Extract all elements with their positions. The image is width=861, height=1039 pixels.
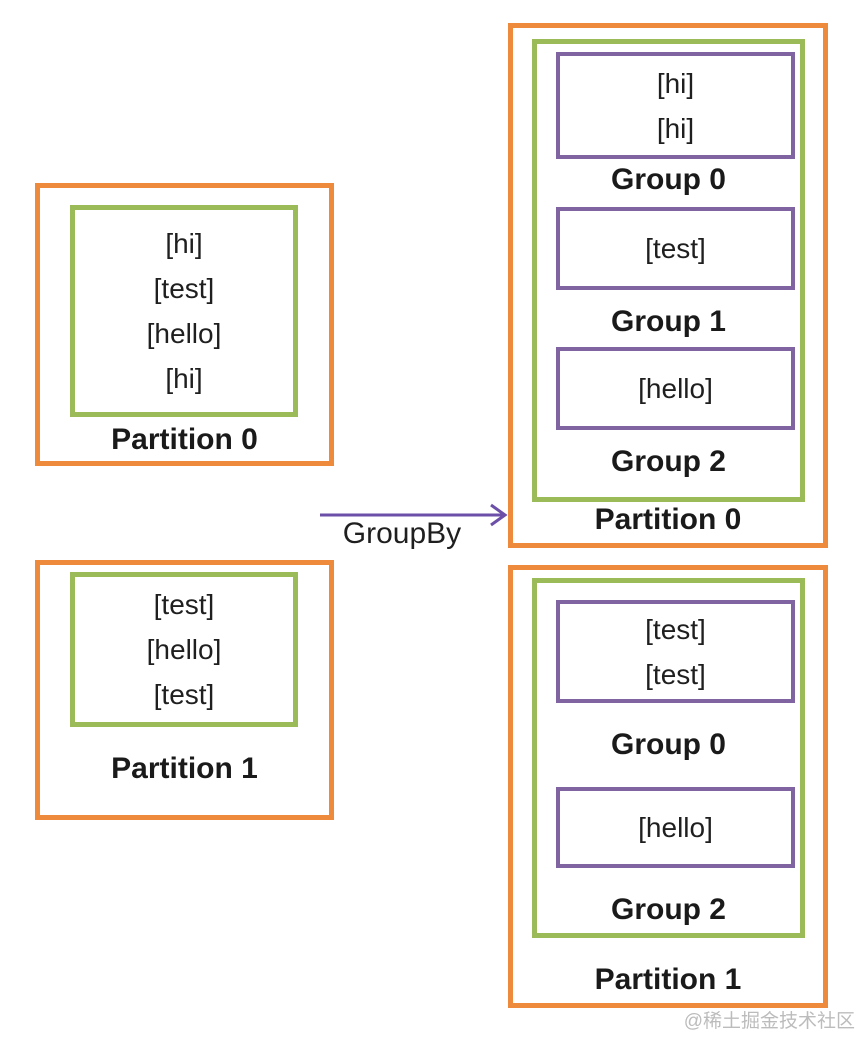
input-partition-1: [test] [hello] [test] Partition 1 (35, 560, 334, 820)
record-item: [test] (645, 613, 706, 645)
output-partition-1-groups-box: [test] [test] Group 0 [hello] Group 2 (532, 578, 805, 938)
partition-label: Partition 1 (594, 963, 742, 996)
output-partition-1: [test] [test] Group 0 [hello] Group 2 Pa… (508, 565, 828, 1008)
group-box: [hello] (556, 787, 795, 868)
record-item: [test] (645, 658, 706, 690)
record-item: [hello] (638, 812, 713, 843)
input-partition-0-records-box: [hi] [test] [hello] [hi] (70, 205, 298, 417)
group-label: Group 0 (610, 728, 726, 761)
record-item: [hello] (638, 373, 713, 404)
group-box: [test] [test] (556, 600, 795, 703)
record-item: [hello] (146, 318, 222, 349)
partition-label: Partition 0 (594, 503, 742, 536)
record-item: [test] (153, 679, 215, 710)
groupby-arrow (312, 498, 512, 534)
record-item: [test] (645, 233, 706, 264)
group-box: [test] (556, 207, 795, 290)
output-partition-0: [hi] [hi] Group 0 [test] Group 1 [hello]… (508, 23, 828, 548)
group-box: [hello] (556, 347, 795, 430)
record-item: [hi] (165, 228, 203, 259)
record-item: [hi] (656, 67, 695, 99)
group-label: Group 2 (610, 445, 726, 478)
input-partition-0: [hi] [test] [hello] [hi] Partition 0 (35, 183, 334, 466)
record-item: [hi] (656, 112, 695, 144)
output-partition-0-groups-box: [hi] [hi] Group 0 [test] Group 1 [hello]… (532, 39, 805, 502)
operation-label: GroupBy (342, 517, 462, 550)
partition-label: Partition 0 (111, 423, 258, 456)
arrow-icon (320, 503, 508, 527)
record-item: [test] (153, 273, 215, 304)
group-label: Group 0 (610, 163, 726, 196)
record-item: [test] (153, 589, 215, 620)
group-label: Group 1 (610, 305, 726, 338)
record-item: [hello] (146, 634, 222, 665)
group-label: Group 2 (610, 893, 726, 926)
group-box: [hi] [hi] (556, 52, 795, 159)
partition-label: Partition 1 (111, 752, 258, 785)
record-item: [hi] (165, 363, 203, 394)
input-partition-1-records-box: [test] [hello] [test] (70, 572, 298, 727)
watermark-text: @稀土掘金技术社区 (683, 1011, 855, 1032)
